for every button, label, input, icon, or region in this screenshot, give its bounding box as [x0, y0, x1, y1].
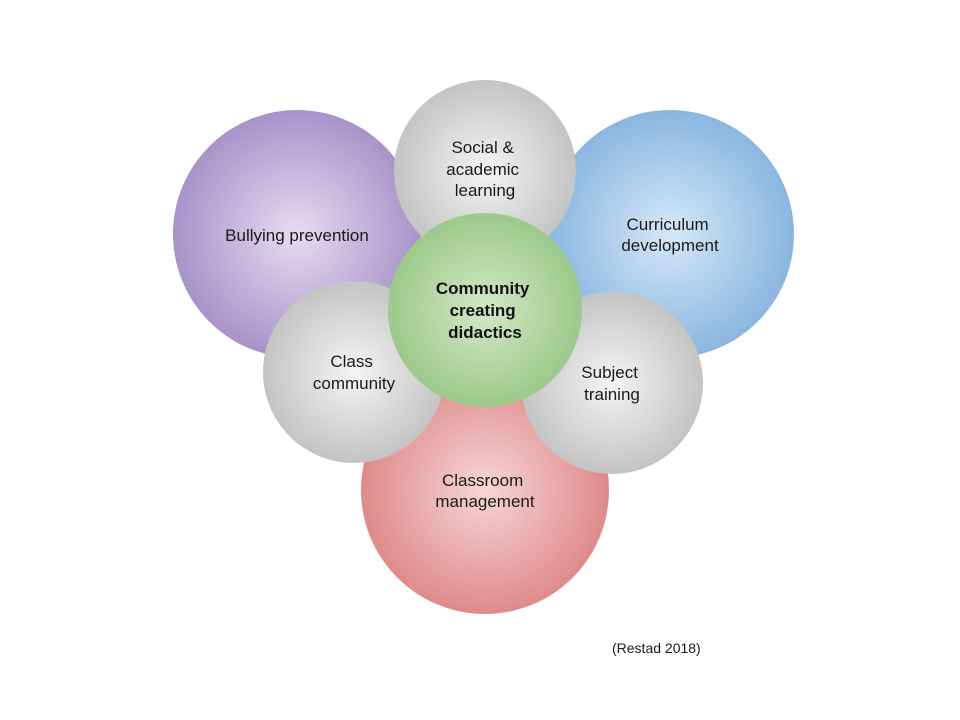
circle-label-curriculum: Curriculum development	[621, 215, 719, 255]
label-line: community	[313, 374, 396, 393]
label-line: training	[584, 385, 640, 404]
label-line: Bullying prevention	[225, 226, 369, 245]
label-line: management	[435, 492, 535, 511]
citation: (Restad 2018)	[612, 640, 701, 656]
label-line: Social &	[451, 138, 514, 157]
label-line: Community	[436, 279, 530, 298]
label-line: Subject	[581, 363, 638, 382]
label-line: didactics	[448, 323, 522, 342]
label-line: learning	[455, 181, 516, 200]
circle-shape-social	[394, 80, 576, 262]
circle-label-bullying: Bullying prevention	[225, 226, 369, 245]
circle-label-subject: Subject training	[581, 363, 642, 404]
label-line: academic	[446, 160, 519, 179]
circle-label-center: Community creating didactics	[436, 279, 534, 342]
circle-shape-center	[388, 213, 582, 407]
label-line: creating	[450, 301, 516, 320]
label-line: development	[621, 236, 719, 255]
circle-label-class-community: Class community	[313, 352, 396, 393]
circle-community-creating-didactics: Community creating didactics	[388, 213, 582, 407]
label-line: Curriculum	[627, 215, 709, 234]
circle-label-classroom: Classroom management	[435, 471, 535, 511]
label-line: Class	[330, 352, 373, 371]
label-line: Classroom	[442, 471, 523, 490]
circle-label-social: Social & academic learning	[446, 138, 524, 200]
circle-social-academic-learning: Social & academic learning	[394, 80, 576, 262]
